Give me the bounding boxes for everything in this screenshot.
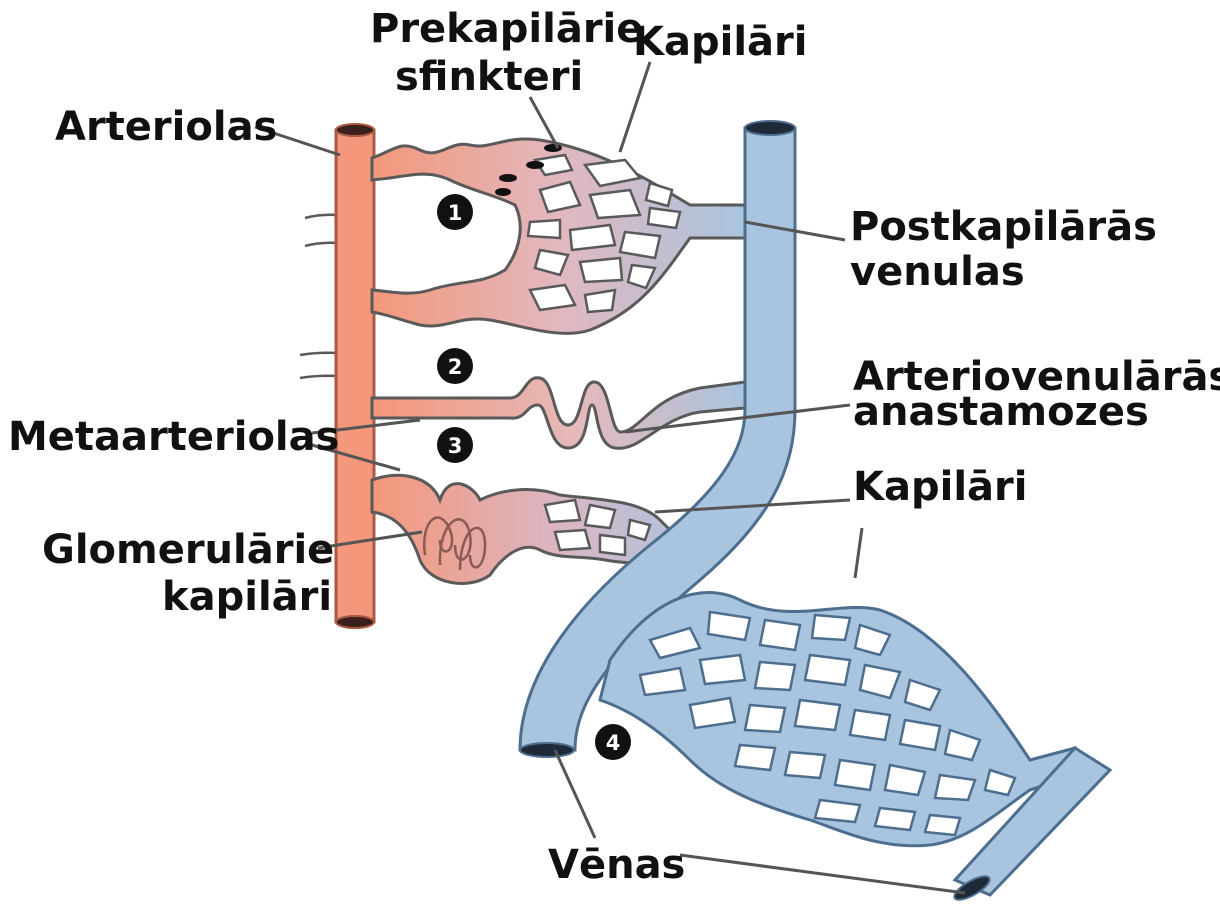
label-glomerularie-line2: kapilāri	[162, 574, 332, 620]
marker-1-text: 1	[448, 201, 463, 225]
label-glomerularie-line1: Glomerulārie	[42, 527, 334, 573]
marker-4: 4	[595, 724, 631, 760]
label-kapilari-mid: Kapilāri	[853, 464, 1027, 510]
label-venas: Vēnas	[548, 842, 685, 888]
label-postkapilaras-line1: Postkapilārās	[850, 204, 1157, 250]
capillary-bed-1	[372, 139, 745, 333]
marker-3: 3	[437, 427, 473, 463]
label-metaarteriolas: Metaarteriolas	[8, 414, 339, 460]
marker-2-text: 2	[448, 355, 463, 379]
arteriole-vessel	[336, 124, 374, 628]
marker-4-text: 4	[606, 731, 621, 755]
marker-1: 1	[437, 194, 473, 230]
marker-2: 2	[437, 348, 473, 384]
label-arteriolas: Arteriolas	[55, 104, 277, 150]
label-kapilari-top: Kapilāri	[633, 19, 807, 65]
label-prekapilarie-line2: sfinkteri	[395, 54, 583, 100]
marker-3-text: 3	[448, 434, 463, 458]
arteriole-branch-stubs	[300, 215, 338, 378]
label-arteriovenularas-line2: anastamozes	[853, 389, 1149, 435]
label-prekapilarie-line1: Prekapilārie	[370, 6, 643, 52]
capillary-bed-4	[600, 593, 1075, 846]
arteriovenular-anastomosis	[372, 378, 745, 449]
label-postkapilaras-line2: venulas	[850, 249, 1025, 295]
